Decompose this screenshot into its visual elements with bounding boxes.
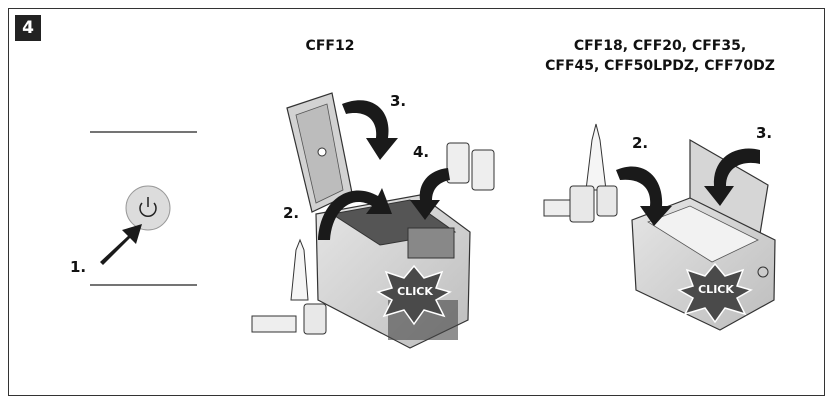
figure-number-badge: 4 [15, 15, 41, 41]
model-title-large: CFF18, CFF20, CFF35, CFF45, CFF50LPDZ, C… [520, 36, 800, 76]
cff12-illustration [251, 92, 495, 349]
can-item-1 [446, 142, 470, 184]
jar-item-2 [596, 185, 618, 217]
can-item-2 [471, 149, 495, 191]
cff12-step3-label: 3. [390, 92, 407, 110]
click-label-large: CLICK [698, 283, 734, 296]
arrow-step3-right [704, 148, 760, 206]
step1-label: 1. [70, 258, 87, 276]
bottle-item [290, 238, 309, 301]
click-burst-large [677, 262, 753, 324]
butter-item [251, 315, 297, 333]
arrow-step2-right [616, 166, 672, 226]
press-arrow [100, 224, 142, 265]
figure-frame [8, 8, 825, 396]
large-step2-label: 2. [632, 134, 649, 152]
cff12-step2-label: 2. [283, 204, 300, 222]
power-icon [139, 197, 157, 218]
power-button-panel [90, 131, 197, 286]
model-title-cff12: CFF12 [305, 38, 355, 54]
power-button[interactable] [125, 185, 171, 231]
models-line-2: CFF45, CFF50LPDZ, CFF70DZ [545, 58, 775, 74]
click-burst-cff12 [376, 264, 452, 326]
large-models-illustration [543, 123, 776, 331]
bottle-item-2 [585, 123, 607, 191]
large-step3-label: 3. [756, 124, 773, 142]
arrow-step3 [342, 100, 398, 160]
jar-item [303, 303, 327, 335]
cff12-step4-label: 4. [413, 143, 430, 161]
models-line-1: CFF18, CFF20, CFF35, [573, 38, 747, 54]
arrow-step4 [410, 168, 450, 220]
arrow-step2 [318, 188, 392, 240]
click-label-cff12: CLICK [397, 285, 433, 298]
can-item-3 [569, 185, 595, 223]
